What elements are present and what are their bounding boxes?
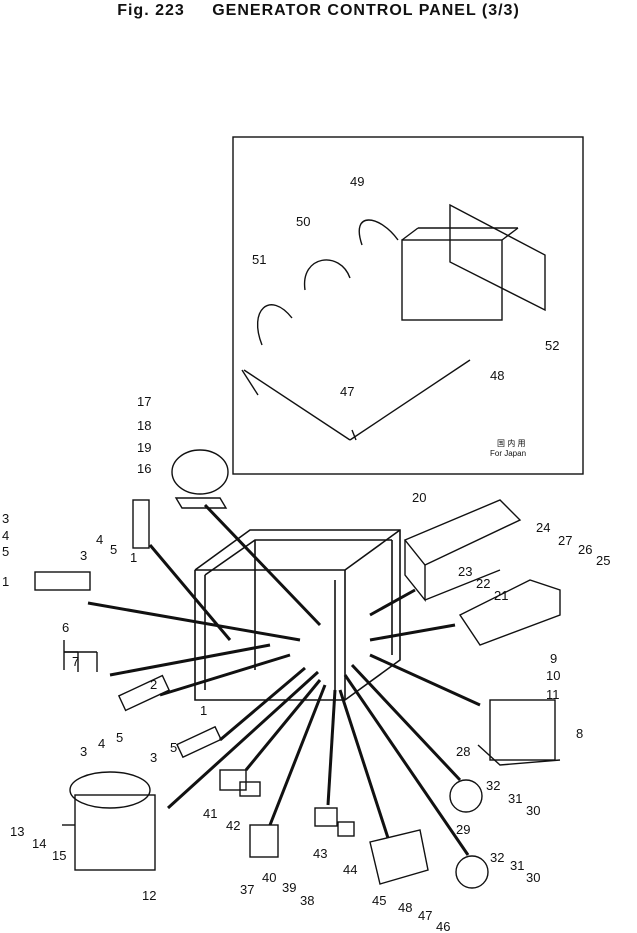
- callout-26: 26: [578, 542, 592, 557]
- callout-27: 27: [558, 533, 572, 548]
- callout-4c: 4: [98, 736, 105, 751]
- callout-21: 21: [494, 588, 508, 603]
- callout-13: 13: [10, 824, 24, 839]
- callout-42: 46: [436, 919, 450, 933]
- callout-4b: 4: [96, 532, 103, 547]
- callout-44: 48: [398, 900, 412, 915]
- connector-38: [239, 781, 261, 797]
- callout-12: 12: [142, 888, 156, 903]
- callout-47: 50: [296, 214, 310, 229]
- callout-23: 23: [458, 564, 472, 579]
- terminal-33: [249, 824, 279, 858]
- component-24-bracket: [458, 579, 561, 646]
- callout-25: 25: [596, 553, 610, 568]
- connector-37: [219, 769, 247, 791]
- callout-30b: 30: [526, 870, 540, 885]
- terminal-block-2: [117, 674, 171, 712]
- callout-19: 19: [137, 440, 151, 455]
- callout-17: 17: [137, 394, 151, 409]
- callout-28: 28: [456, 744, 470, 759]
- callout-31a: 31: [508, 791, 522, 806]
- callout-1c: 1: [200, 703, 207, 718]
- note-japanese: 国 内 用: [497, 438, 525, 448]
- callout-45: 47: [340, 384, 354, 399]
- callout-14: 14: [32, 836, 46, 851]
- callout-29: 29: [456, 822, 470, 837]
- callout-5b: 5: [110, 542, 117, 557]
- callout-41: 45: [372, 893, 386, 908]
- callout-46: 49: [350, 174, 364, 189]
- relay-29: [455, 855, 489, 889]
- callout-39: 43: [313, 846, 327, 861]
- callout-37: 41: [203, 806, 217, 821]
- callout-2: 2: [150, 677, 157, 692]
- callout-1b: 1: [130, 550, 137, 565]
- relay-28: [449, 779, 483, 813]
- callout-6: 6: [62, 620, 69, 635]
- connector-40: [337, 821, 355, 837]
- callout-7: 7: [72, 654, 79, 669]
- callout-3b: 3: [80, 548, 87, 563]
- callout-32b: 32: [490, 850, 504, 865]
- callout-34: 38: [300, 893, 314, 908]
- callout-33: 37: [240, 882, 254, 897]
- callout-24: 24: [536, 520, 550, 535]
- callout-3c: 3: [80, 744, 87, 759]
- note-for-japan: For Japan: [490, 449, 526, 458]
- pointer-lines: [87, 503, 481, 856]
- callout-5a: 5: [2, 544, 9, 559]
- component-20-box: [403, 499, 522, 602]
- callout-3d: 3: [150, 750, 157, 765]
- callout-35: 39: [282, 880, 296, 895]
- callout-9: 9: [550, 651, 557, 666]
- terminal-block-1: [34, 571, 91, 591]
- callout-16: 16: [137, 461, 151, 476]
- callout-40: 44: [343, 862, 357, 877]
- component-41: [369, 829, 429, 885]
- callout-36: 40: [262, 870, 276, 885]
- cable-47: [303, 259, 351, 291]
- callout-10: 10: [546, 668, 560, 683]
- callout-30a: 30: [526, 803, 540, 818]
- callout-18: 18: [137, 418, 151, 433]
- callout-38: 42: [226, 818, 240, 833]
- cable-46: [358, 219, 399, 246]
- callout-43: 47: [418, 908, 432, 923]
- callout-22: 22: [476, 576, 490, 591]
- figure-caption: GENERATOR CONTROL PANEL (3/3): [212, 2, 520, 19]
- cable-48: [257, 304, 293, 346]
- callout-3a: 3: [2, 511, 9, 526]
- callout-49: 52: [545, 338, 559, 353]
- callout-50: 48: [490, 368, 504, 383]
- callout-32a: 32: [486, 778, 500, 793]
- figure-number: Fig. 223: [117, 2, 185, 19]
- relay-16: [171, 449, 229, 509]
- callout-5c: 5: [116, 730, 123, 745]
- callout-1a: 1: [2, 574, 9, 589]
- callout-15: 15: [52, 848, 66, 863]
- inset-frame: [232, 136, 584, 475]
- connector-39: [314, 807, 338, 827]
- terminal-block-1c: [132, 499, 150, 549]
- callout-31b: 31: [510, 858, 524, 873]
- figure-title: Fig. 223 GENERATOR CONTROL PANEL (3/3): [0, 2, 637, 20]
- callout-8: 8: [576, 726, 583, 741]
- callout-4a: 4: [2, 528, 9, 543]
- inset-relay-assembly: [401, 203, 546, 321]
- callout-48: 51: [252, 252, 266, 267]
- callout-5d: 5: [170, 740, 177, 755]
- callout-11: 11: [546, 687, 560, 702]
- callout-20: 20: [412, 490, 426, 505]
- transformer-8: [477, 699, 561, 766]
- terminal-block-1b: [176, 725, 222, 759]
- transformer-12: [62, 771, 156, 871]
